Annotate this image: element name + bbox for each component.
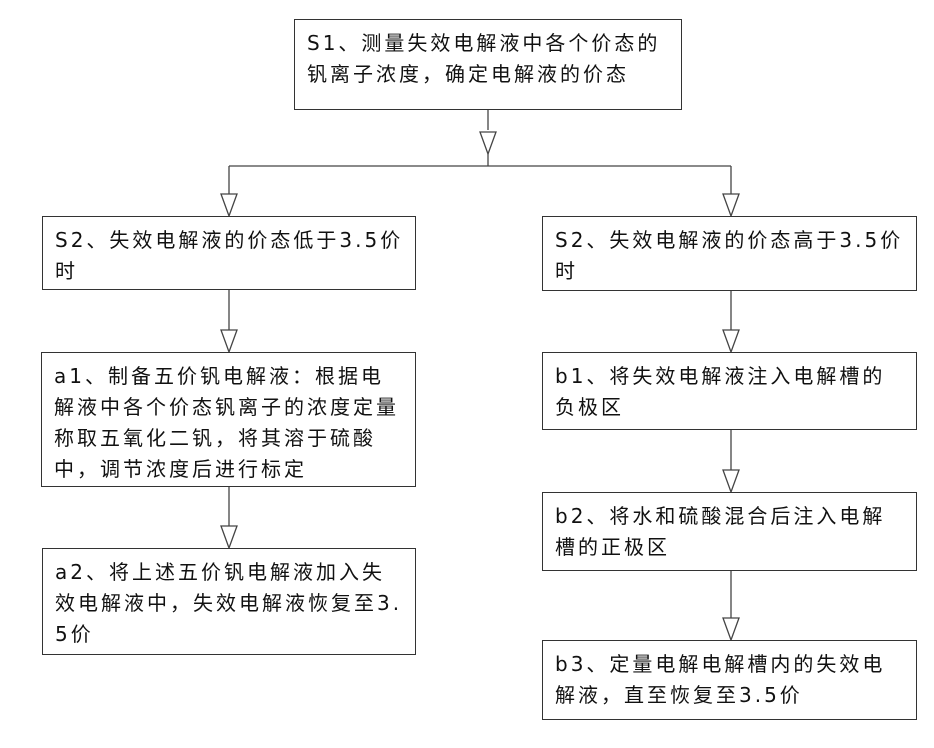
node-s2-low: S2、失效电解液的价态低于3.5价时 xyxy=(42,216,416,290)
node-a2: a2、将上述五价钒电解液加入失效电解液中，失效电解液恢复至3.5价 xyxy=(42,548,416,655)
arrowhead-to-b3 xyxy=(723,618,739,640)
arrowhead-s1-branch xyxy=(480,132,496,154)
arrowhead-to-a2 xyxy=(221,526,237,548)
node-s2-high: S2、失效电解液的价态高于3.5价时 xyxy=(542,216,917,291)
arrowhead-to-s2-high xyxy=(723,194,739,216)
node-b2: b2、将水和硫酸混合后注入电解槽的正极区 xyxy=(542,492,917,571)
arrowhead-to-b1 xyxy=(723,330,739,352)
node-s1: S1、测量失效电解液中各个价态的钒离子浓度，确定电解液的价态 xyxy=(294,19,682,110)
node-b3: b3、定量电解电解槽内的失效电解液，直至恢复至3.5价 xyxy=(542,640,917,720)
node-b1: b1、将失效电解液注入电解槽的负极区 xyxy=(542,352,917,430)
node-a1: a1、制备五价钒电解液：根据电解液中各个价态钒离子的浓度定量称取五氧化二钒，将其… xyxy=(41,352,416,487)
arrowhead-to-s2-low xyxy=(221,194,237,216)
arrowhead-to-a1 xyxy=(221,330,237,352)
arrowhead-to-b2 xyxy=(723,470,739,492)
